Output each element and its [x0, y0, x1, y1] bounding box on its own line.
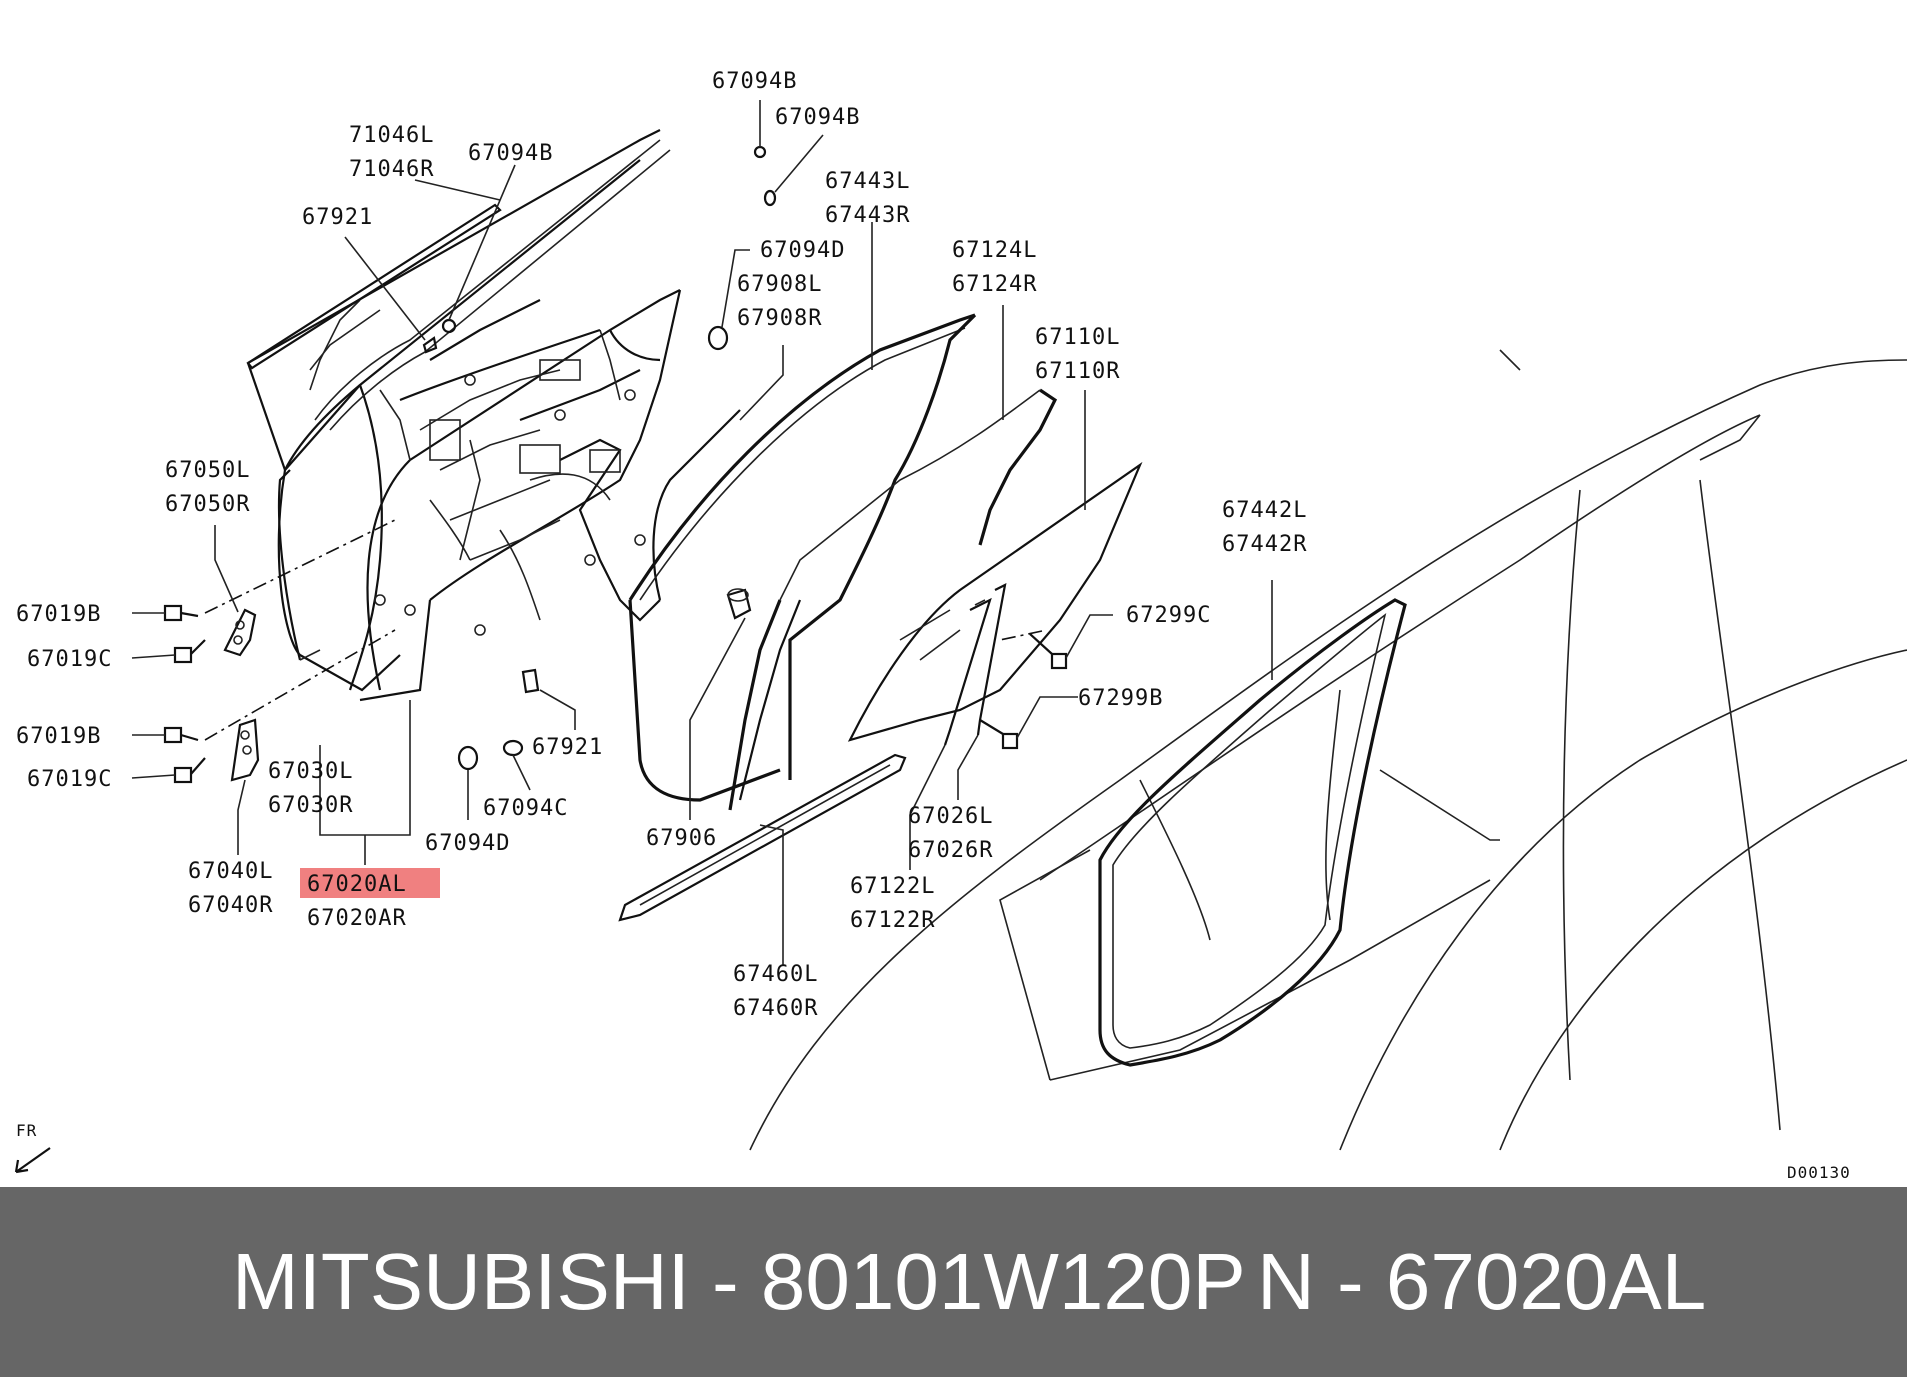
callout-c03-line2: 71046R: [349, 157, 434, 182]
callout-c16-line1: 67299B: [1078, 686, 1163, 711]
callout-c01-line1: 67094B: [712, 69, 797, 94]
plug-67094b-upper: [753, 145, 767, 159]
fr-label: FR: [16, 1121, 37, 1140]
sash-guides: [943, 583, 1007, 746]
door-outer-panel: [246, 362, 361, 661]
callout-c28-line2: 67460R: [733, 996, 818, 1021]
callout-c26-line1: 67020AL: [307, 872, 407, 897]
clip-67921-lower: [521, 668, 540, 694]
callout-c11-line2: 67050R: [165, 492, 250, 517]
callout-c08-line1: 67908L: [737, 272, 822, 297]
callout-c09-line2: 67124R: [952, 272, 1037, 297]
clip-67921-upper: [422, 336, 438, 354]
callout-c17-line1: 67019B: [16, 724, 101, 749]
callout-c04-line1: 67094B: [468, 141, 553, 166]
bolt-67019c-upper: [173, 639, 206, 664]
belt-weatherstrip: [618, 753, 907, 922]
callout-labels: 67094B 67094B 71046L 71046R 67094B 67443…: [16, 69, 1307, 1021]
callout-c03-line1: 71046L: [349, 123, 434, 148]
plug-67094b-left: [441, 318, 457, 334]
callout-c06-line1: 67921: [302, 205, 373, 230]
callout-c12-line1: 67442L: [1222, 498, 1307, 523]
door-weatherstrip-frame: [628, 313, 977, 802]
callout-c09-line1: 67124L: [952, 238, 1037, 263]
door-glass: [847, 461, 1143, 742]
bolt-67299c: [1029, 633, 1068, 670]
front-arrow-icon: [14, 1147, 51, 1174]
belt-moulding: [246, 139, 671, 431]
leader-lines: [131, 100, 1273, 965]
callout-c28-line1: 67460L: [733, 962, 818, 987]
footer-bar: MITSUBISHI - 80101W120P N - 67020AL: [0, 1187, 1907, 1377]
callout-c05-line1: 67443L: [825, 169, 910, 194]
stopper-67906: [726, 588, 752, 620]
plug-67094d-upper: [707, 325, 729, 351]
callout-c10-line1: 67110L: [1035, 325, 1120, 350]
callout-c20-line2: 67030R: [268, 793, 353, 818]
callout-c26-line2: 67020AR: [307, 906, 407, 931]
callout-c27-line1: 67122L: [850, 874, 935, 899]
bolt-67299b: [979, 719, 1019, 750]
bolt-67019c-lower: [173, 757, 206, 784]
callout-c12-line2: 67442R: [1222, 532, 1307, 557]
callout-c23-line1: 67906: [646, 826, 717, 851]
footer-brand-part-number: MITSUBISHI - 80101W120P: [232, 1237, 1246, 1326]
front-direction-marker: FR: [14, 1121, 51, 1174]
callout-c27-line2: 67122R: [850, 908, 935, 933]
callout-c07-line1: 67094D: [760, 238, 845, 263]
callout-c10-line2: 67110R: [1035, 359, 1120, 384]
callout-c05-line2: 67443R: [825, 203, 910, 228]
callout-c13-line1: 67019B: [16, 602, 101, 627]
bolt-67019b-lower: [163, 726, 199, 744]
drawing-code: D00130: [1787, 1163, 1851, 1182]
parts-diagram: 67094B 67094B 71046L 71046R 67094B 67443…: [14, 69, 1907, 1182]
callout-c22-line1: 67026L: [908, 804, 993, 829]
highlighted-part-marker: [300, 868, 440, 898]
callout-c11-line1: 67050L: [165, 458, 250, 483]
callout-c14-line1: 67299C: [1126, 603, 1211, 628]
bolt-67019b-upper: [163, 604, 199, 622]
door-opening-weatherstrip: [1098, 598, 1407, 1067]
glass-run-channel: [728, 388, 1058, 811]
callout-c25-line2: 67040R: [188, 893, 273, 918]
footer-diagram-part-number: N - 67020AL: [1257, 1237, 1707, 1326]
door-hinge-lower: [230, 718, 260, 782]
plug-67094c: [502, 739, 524, 757]
callout-c21-line1: 67094C: [483, 796, 568, 821]
plug-67094d-lower: [457, 745, 479, 771]
plug-67094b-mid: [763, 189, 777, 207]
callout-c15-line1: 67019C: [27, 647, 112, 672]
callout-c20-line1: 67030L: [268, 759, 353, 784]
door-hinge-upper: [223, 608, 257, 657]
door-assembly-drawing: 67094B 67094B 71046L 71046R 67094B 67443…: [14, 69, 1907, 1182]
door-shell: [247, 129, 741, 702]
callout-c24-line1: 67094D: [425, 831, 510, 856]
callout-c22-line2: 67026R: [908, 838, 993, 863]
callout-c25-line1: 67040L: [188, 859, 273, 884]
callout-c02-line1: 67094B: [775, 105, 860, 130]
callout-c19-line1: 67019C: [27, 767, 112, 792]
callout-c08-line2: 67908R: [737, 306, 822, 331]
car-body-outline: [749, 349, 1907, 1151]
callout-c18-line1: 67921: [532, 735, 603, 760]
